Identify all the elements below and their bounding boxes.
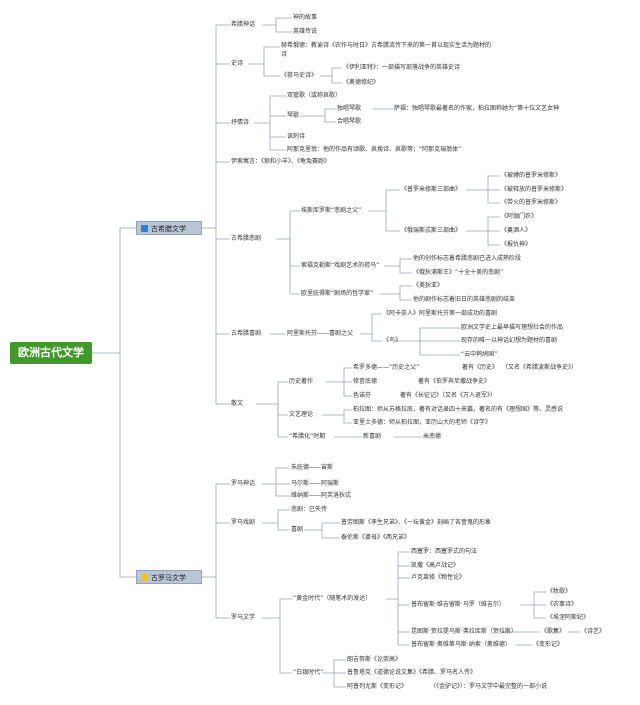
node-vergil[interactable]: 普布留斯·维吉留斯·马罗（维吉尔） bbox=[411, 601, 505, 608]
node-roman-drama[interactable]: 罗马戏剧 bbox=[231, 519, 256, 526]
node-acharnians[interactable]: 《阿卡奈人》阿里斯托芬第一部成功的喜剧 bbox=[383, 310, 498, 317]
node-lyric[interactable]: 抒情诗 bbox=[231, 119, 250, 126]
greek-literature-node[interactable]: 古希腊文学 bbox=[136, 221, 202, 235]
roman-literature-node[interactable]: 古罗马文学 bbox=[136, 570, 202, 584]
node-georgics[interactable]: 《农事诗》 bbox=[547, 601, 578, 608]
node-greek-tragedy[interactable]: 古希腊悲剧 bbox=[231, 235, 262, 242]
root-node[interactable]: 欧洲古代文学 bbox=[10, 342, 92, 364]
node-golden-ass: （《金驴记》）：罗马文学中最完整的一部小说 bbox=[430, 683, 548, 690]
node-euri-2[interactable]: 他的剧作标志着旧日的英雄悲剧的结束 bbox=[413, 296, 516, 303]
node-soph-2[interactable]: 《俄狄浦斯王》“十全十美的悲剧” bbox=[413, 269, 504, 276]
node-euri-1[interactable]: 《美狄亚》 bbox=[413, 282, 444, 289]
node-literary-theory[interactable]: 文艺理论 bbox=[289, 411, 314, 418]
node-solo-lyre[interactable]: 独唱琴歌 bbox=[337, 105, 362, 112]
node-roman-comedy[interactable]: 喜剧 bbox=[291, 526, 304, 533]
node-menander[interactable]: 米南德 bbox=[423, 433, 442, 440]
node-myth-heroes[interactable]: 英雄传说 bbox=[293, 28, 318, 35]
node-longinus[interactable]: 朗吉努斯《论崇高》 bbox=[347, 656, 402, 663]
node-horace[interactable]: 昆图斯·贺拉提乌斯·弗拉库斯（贺拉斯） bbox=[411, 628, 517, 635]
node-lyre[interactable]: 琴歌 bbox=[287, 112, 300, 119]
node-golden-age[interactable]: “黄金时代”（随笔术的发达） bbox=[293, 595, 372, 602]
node-birds[interactable]: 《鸟》 bbox=[383, 337, 402, 344]
node-prometheus-trilogy[interactable]: 《普罗米修斯三部曲》 bbox=[401, 186, 462, 193]
node-prom-2[interactable]: 《被释放的普罗米修斯》 bbox=[501, 186, 568, 193]
roman-title: 古罗马文学 bbox=[151, 574, 186, 582]
node-aeneid[interactable]: 《埃涅阿斯纪》 bbox=[547, 614, 590, 621]
node-thucydides[interactable]: 修昔底德 bbox=[353, 378, 378, 385]
node-ores-3[interactable]: 《报仇神》 bbox=[501, 241, 532, 248]
node-aristophanes[interactable]: 阿里斯托芬——喜剧之父 bbox=[287, 330, 354, 337]
node-venus[interactable]: 维纳斯——阿芙洛狄忒 bbox=[291, 492, 352, 499]
node-birds-3[interactable]: “云中鹁鸪国” bbox=[461, 351, 498, 358]
node-myth-gods[interactable]: 神的故事 bbox=[293, 14, 318, 21]
node-herodotus[interactable]: 希罗多德——“历史之父” bbox=[353, 364, 420, 371]
node-herodotus-alias: （又名《希腊波斯战争史》） bbox=[502, 364, 578, 371]
node-thucydides-work[interactable]: 著有《伯罗奔尼撒战争史》 bbox=[418, 378, 491, 385]
node-prom-1[interactable]: 《被缚的普罗米修斯》 bbox=[501, 172, 562, 179]
node-aesop[interactable]: 伊索寓言：《狼和小羊》、《龟兔赛跑》 bbox=[231, 158, 331, 165]
node-eclogues[interactable]: 《牧歌》 bbox=[547, 588, 572, 595]
node-prom-3[interactable]: 《带火的普罗米修斯》 bbox=[501, 199, 562, 206]
node-metamorphoses[interactable]: 《变形记》 bbox=[533, 641, 564, 648]
node-oresteia[interactable]: 《俄瑞斯忒斯三部曲》 bbox=[401, 227, 462, 234]
node-odyssey[interactable]: 《奥德修纪》 bbox=[343, 79, 380, 86]
node-hesiod-cont: 诗 bbox=[281, 51, 288, 58]
node-lucretius[interactable]: 卢克莱修《物性论》 bbox=[411, 574, 466, 581]
node-greek-myth[interactable]: 希腊神话 bbox=[231, 21, 256, 28]
node-birds-1[interactable]: 欧洲文学史上最早描写理想社会的作品 bbox=[461, 324, 564, 331]
greek-title: 古希腊文学 bbox=[151, 225, 186, 233]
node-birds-2[interactable]: 现存的唯一以神话幻想为题材的喜剧 bbox=[461, 337, 558, 344]
node-aristotle[interactable]: 亚里士多德：师从柏拉图，亚历山大的老师《诗学》 bbox=[353, 419, 492, 426]
blue-square-icon bbox=[141, 225, 148, 232]
node-caesar[interactable]: 凯撒《高卢战记》 bbox=[411, 562, 460, 569]
node-iambic[interactable]: 讽刺诗 bbox=[287, 133, 306, 140]
node-sophocles[interactable]: 索福克勒斯“戏剧艺术的荷马” bbox=[301, 262, 380, 269]
node-homer[interactable]: 《荷马史诗》 bbox=[281, 72, 318, 79]
node-greek-comedy[interactable]: 古希腊喜剧 bbox=[231, 330, 262, 337]
node-mars[interactable]: 马尔斯——阿瑞斯 bbox=[291, 480, 340, 487]
node-ars-poetica[interactable]: 《诗艺》 bbox=[581, 628, 606, 635]
node-apuleius[interactable]: 阿普列尤斯《变形记》 bbox=[347, 683, 408, 690]
node-history[interactable]: 历史著作 bbox=[289, 378, 314, 385]
node-roman-tragedy[interactable]: 悲剧：巳失传 bbox=[291, 506, 328, 513]
node-plautus[interactable]: 普劳图斯《孪生兄弟》、《一坛黄金》刻画了吝啬鬼的形象 bbox=[341, 519, 492, 526]
node-aeschylus[interactable]: 埃斯库罗斯“悲剧之父” bbox=[301, 207, 362, 214]
node-anacreon[interactable]: 阿那克里翁：他的作品有颂歌、哀挽诗、哀歌等；“阿那克瑞翁体” bbox=[287, 146, 462, 153]
node-terence[interactable]: 泰伦斯《婆母》《两兄弟》 bbox=[341, 534, 411, 541]
node-hesiod[interactable]: 赫希俄德：教谕诗《农作与时日》古希腊流传下来的第一首以现实生活为题材的 bbox=[281, 42, 492, 49]
node-herodotus-work[interactable]: 著有《历史》 bbox=[462, 364, 499, 371]
node-roman-myth[interactable]: 罗马神话 bbox=[231, 480, 256, 487]
node-roman-literature[interactable]: 罗马文学 bbox=[231, 614, 256, 621]
node-silver-age[interactable]: “白银时代” bbox=[293, 669, 324, 676]
node-xenophon-work[interactable]: 著有《长征记》（又名《万人退军》） bbox=[400, 392, 497, 399]
node-ores-2[interactable]: 《奠酒人》 bbox=[501, 227, 532, 234]
node-prose[interactable]: 散文 bbox=[231, 400, 244, 407]
node-odes[interactable]: 《歌集》 bbox=[541, 628, 566, 635]
node-ovid[interactable]: 普布留斯·奥维第乌斯·纳索（奥维德） bbox=[411, 641, 511, 648]
node-plutarch[interactable]: 普鲁塔克《道德论说文集》《希腊、罗马名人传》 bbox=[347, 669, 477, 676]
node-iliad[interactable]: 《伊利亚特》：一部描写部落战争的英雄史诗 bbox=[343, 64, 461, 71]
node-plato[interactable]: 柏拉图：师从苏格拉底，著有对话录四十来篇，著名的有《理想国》等、灵感说 bbox=[353, 406, 564, 413]
node-ores-1[interactable]: 《阿伽门农》 bbox=[501, 213, 538, 220]
node-new-comedy[interactable]: 新喜剧 bbox=[363, 433, 382, 440]
node-euripides[interactable]: 欧里庇得斯“剧场的哲学家” bbox=[301, 290, 374, 297]
node-cicero[interactable]: 西塞罗：西塞罗式的句法 bbox=[411, 548, 478, 555]
node-elegy[interactable]: 双管歌（或称哀歌） bbox=[287, 92, 342, 99]
node-xenophon[interactable]: 色诺芬 bbox=[353, 392, 372, 399]
node-hellenistic[interactable]: “希腊化”时期 bbox=[289, 433, 326, 440]
node-jupiter[interactable]: 朱庇德——宙斯 bbox=[291, 464, 334, 471]
crown-icon bbox=[141, 574, 148, 581]
node-chorus-lyre[interactable]: 合唱琴歌 bbox=[337, 118, 362, 125]
node-epic[interactable]: 史诗 bbox=[231, 60, 244, 67]
node-sappho[interactable]: 萨福：独唱琴歌最著名的作家，柏拉图称她为“第十位文艺女神 bbox=[394, 105, 560, 112]
node-soph-1[interactable]: 他的创作标志着希腊悲剧已进入成熟阶段 bbox=[413, 255, 522, 262]
